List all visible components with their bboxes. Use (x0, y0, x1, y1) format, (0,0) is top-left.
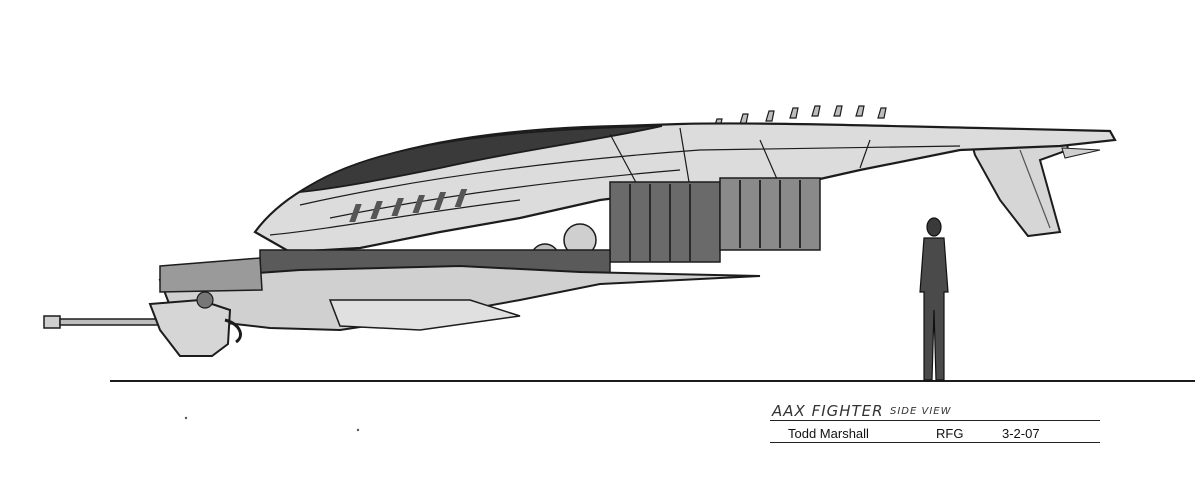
info-underline (770, 442, 1100, 443)
nose-cannon (43, 315, 161, 329)
drawing-title: AAX FIGHTER (772, 402, 884, 420)
drawing-date: 3-2-07 (1002, 426, 1040, 441)
title-underline (770, 420, 1100, 421)
drawing-subtitle: SIDE VIEW (890, 406, 952, 417)
engine-machinery (259, 177, 821, 281)
nose-pod (148, 298, 232, 357)
title-block: AAX FIGHTER SIDE VIEW Todd Marshall RFG … (770, 396, 1100, 446)
studio-name: RFG (936, 426, 964, 441)
artist-name: Todd Marshall (788, 426, 869, 441)
canopy (296, 125, 663, 194)
hull-vents (349, 189, 468, 222)
human-scale-figure (919, 217, 949, 381)
